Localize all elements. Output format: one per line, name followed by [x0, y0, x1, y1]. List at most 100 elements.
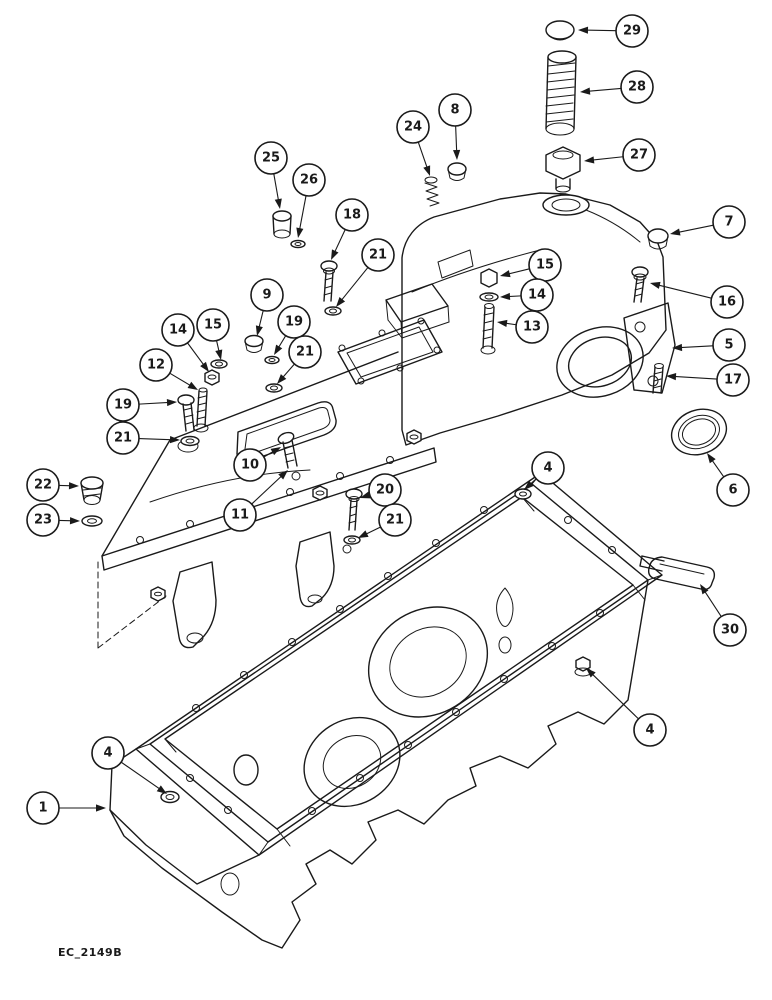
leader-arrowhead [215, 349, 223, 360]
callout-6: 6 [707, 453, 750, 507]
callout-5: 5 [672, 328, 746, 362]
callout-24: 24 [396, 110, 431, 176]
filler-tube-part [545, 50, 577, 136]
balloon-number: 4 [543, 461, 552, 476]
balloon-circle [713, 613, 747, 647]
balloon-circle [335, 198, 369, 232]
callout-4: 4 [91, 736, 167, 794]
figure-code: EC_2149B [58, 946, 123, 959]
callout-18: 18 [331, 198, 369, 260]
callout-19: 19 [106, 388, 177, 422]
balloon-number: 4 [645, 723, 654, 738]
leader-arrowhead [360, 491, 371, 499]
balloon-number: 17 [724, 373, 742, 388]
dipstick-tool-part [639, 555, 716, 591]
leader-line [671, 375, 718, 380]
leader-arrowhead [166, 398, 177, 407]
rear-frame-housing [109, 472, 663, 949]
leader-arrowhead [274, 344, 283, 355]
balloon-circle [26, 503, 60, 537]
balloon-number: 18 [343, 208, 361, 223]
callout-1: 1 [26, 791, 106, 825]
balloon-circle [106, 388, 140, 422]
leader-line [417, 141, 429, 171]
filler-cap-part [545, 20, 575, 41]
balloon-number: 21 [369, 248, 387, 263]
leader-line [138, 438, 175, 441]
leader-line [589, 671, 639, 720]
leader-arrowhead [500, 270, 511, 278]
balloon-circle [233, 448, 267, 482]
leader-arrowhead [169, 436, 180, 444]
callout-19: 19 [274, 305, 311, 355]
balloon-circle [277, 305, 311, 339]
balloon-circle [368, 473, 402, 507]
callout-15: 15 [500, 248, 562, 282]
callout-30: 30 [700, 584, 747, 647]
balloon-number: 28 [628, 80, 646, 95]
leader-arrowhead [69, 517, 80, 525]
callout-10: 10 [233, 447, 281, 482]
balloon-number: 22 [34, 478, 52, 493]
balloon-circle [26, 791, 60, 825]
leader-line [251, 473, 284, 505]
balloon-number: 26 [300, 173, 318, 188]
balloon-number: 13 [523, 320, 541, 335]
callout-21: 21 [358, 503, 412, 538]
balloon-number: 7 [724, 215, 733, 230]
callout-14: 14 [161, 313, 209, 372]
leader-arrowhead [672, 343, 683, 352]
callout-14: 14 [500, 278, 554, 312]
leader-line [169, 372, 194, 388]
leader-arrowhead [336, 296, 346, 307]
breather-plug-part [545, 146, 581, 193]
balloon-circle [288, 335, 322, 369]
leader-line [120, 761, 163, 792]
balloon-circle [515, 310, 549, 344]
leader-arrowhead [524, 480, 534, 490]
leader-line [655, 283, 712, 299]
leader-arrowhead [331, 249, 339, 260]
balloon-number: 11 [231, 508, 249, 523]
callout-25: 25 [254, 141, 288, 209]
balloon-number: 9 [262, 288, 271, 303]
balloon-circle [620, 70, 654, 104]
leader-arrowhead [274, 198, 282, 209]
leader-arrowhead [96, 804, 106, 812]
leader-line [273, 173, 280, 204]
leader-arrowhead [423, 165, 431, 176]
top-cover-housing [385, 192, 676, 446]
balloon-number: 25 [262, 151, 280, 166]
balloon-number: 27 [630, 148, 648, 163]
balloon-number: 15 [204, 318, 222, 333]
leader-line [298, 195, 307, 233]
leader-arrowhead [580, 87, 591, 95]
balloon-circle [361, 238, 395, 272]
leader-line [187, 342, 206, 368]
callout-28: 28 [580, 70, 654, 104]
callout-7: 7 [670, 205, 746, 239]
balloon-circle [712, 205, 746, 239]
balloon-number: 21 [114, 431, 132, 446]
callout-12: 12 [139, 348, 198, 390]
balloon-circle [710, 285, 744, 319]
callout-21: 21 [336, 238, 395, 307]
balloon-circle [223, 498, 257, 532]
leader-line [339, 267, 369, 303]
leader-arrowhead [358, 530, 369, 538]
callout-4: 4 [586, 668, 667, 747]
leader-line [505, 268, 530, 276]
balloon-number: 19 [285, 315, 303, 330]
leader-line [675, 224, 714, 234]
leader-line [333, 229, 346, 255]
balloon-circle [615, 14, 649, 48]
leader-arrowhead [270, 447, 281, 456]
leader-arrowhead [500, 292, 511, 301]
leader-arrowhead [277, 374, 287, 384]
leader-arrowhead [278, 470, 288, 480]
balloon-number: 12 [147, 358, 165, 373]
leader-line [138, 401, 172, 405]
callout-9: 9 [250, 278, 284, 336]
